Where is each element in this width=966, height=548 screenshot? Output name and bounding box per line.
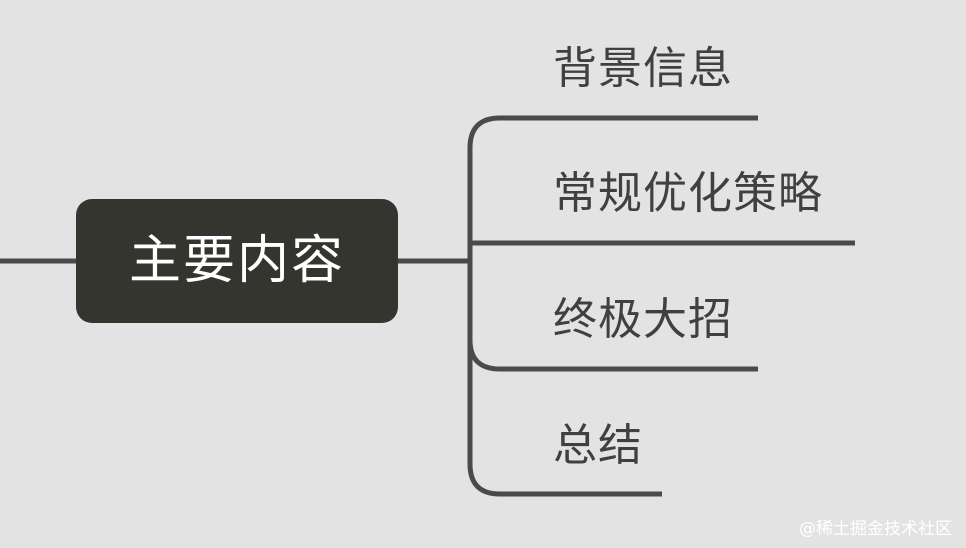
- branch-underline-3: [467, 339, 758, 372]
- branch-label-3[interactable]: 终极大招: [553, 294, 733, 345]
- watermark: @稀土掘金技术社区: [799, 519, 952, 539]
- trunk-line: [467, 115, 758, 497]
- branch-label-1[interactable]: 背景信息: [553, 43, 733, 94]
- branch-label-2[interactable]: 常规优化策略: [553, 168, 823, 219]
- root-label: 主要内容: [128, 231, 345, 291]
- branch-label-4[interactable]: 总结: [553, 420, 643, 471]
- root-node[interactable]: 主要内容: [76, 199, 398, 323]
